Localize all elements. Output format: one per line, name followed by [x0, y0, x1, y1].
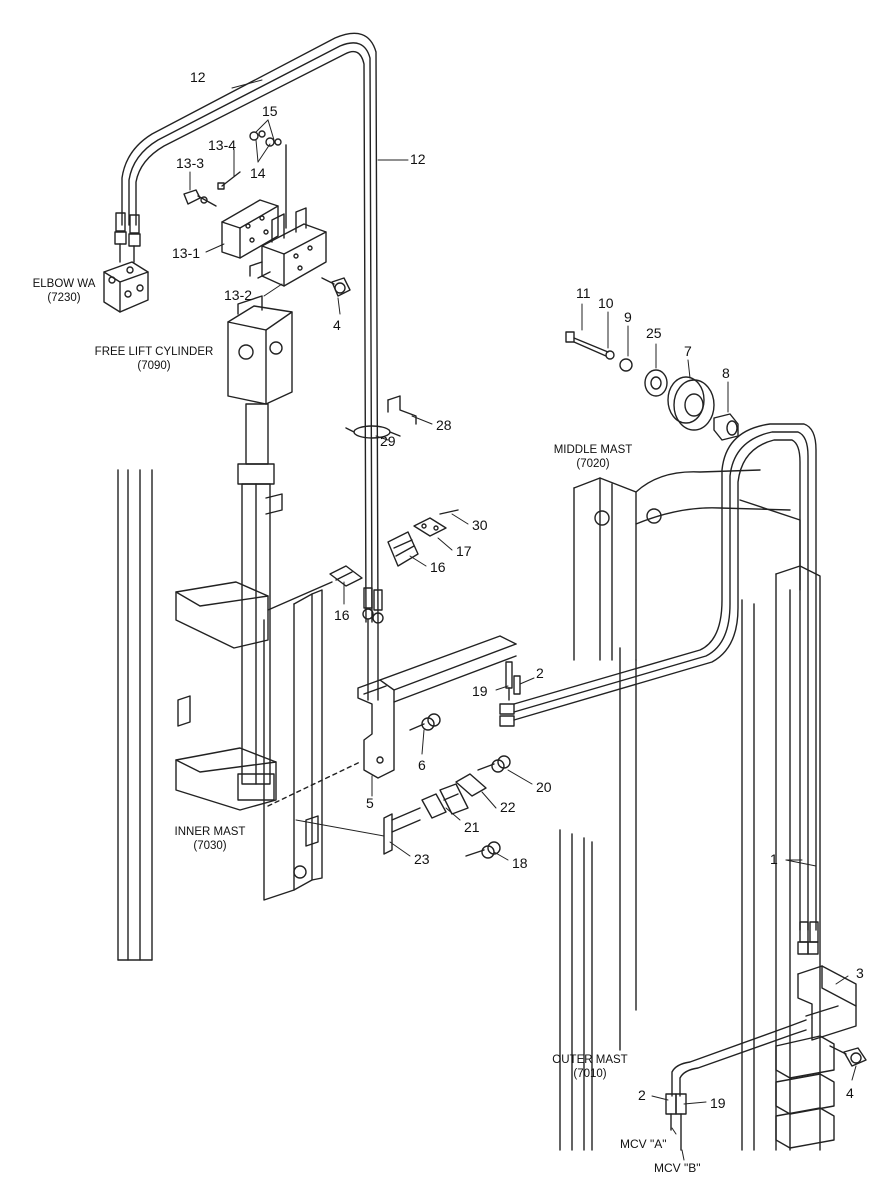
label-19-upper: 19 [472, 683, 488, 699]
clip-21 [421, 783, 469, 819]
plate-17 [413, 517, 447, 537]
label-12-right: 12 [410, 151, 426, 167]
free-lift-cylinder [227, 295, 293, 801]
caption-middle-mast-code: (7020) [576, 457, 610, 470]
middle-mast [573, 469, 801, 1051]
clamp-29 [345, 425, 401, 439]
label-16-lower: 16 [334, 607, 350, 623]
clip-16-lower [329, 565, 363, 587]
label-4-lower: 4 [846, 1085, 854, 1101]
caption-inner-mast-code: (7030) [193, 839, 227, 852]
label-14: 14 [250, 165, 266, 181]
bracket-3 [797, 965, 857, 1041]
hose-fittings-lower [499, 703, 819, 955]
nuts-15 [249, 130, 282, 147]
label-30: 30 [472, 517, 488, 533]
caption-outer-mast: OUTER MAST (7010) [538, 1054, 642, 1082]
caption-outer-mast-name: OUTER MAST [552, 1054, 628, 1066]
bracket-13-2 [249, 207, 327, 287]
caption-free-lift-cylinder: FREE LIFT CYLINDER (7090) [84, 346, 224, 374]
washer-9 [619, 358, 633, 372]
bushing-25 [644, 369, 668, 397]
label-19-lower: 19 [710, 1095, 726, 1111]
bolt-20 [477, 755, 511, 773]
label-13-4: 13-4 [208, 137, 237, 153]
label-25: 25 [646, 325, 662, 341]
label-22: 22 [500, 799, 516, 815]
caption-middle-mast-name: MIDDLE MAST [553, 444, 633, 456]
hose-1 [513, 423, 817, 931]
label-15: 15 [262, 103, 278, 119]
caption-inner-mast-name: INNER MAST [174, 826, 246, 838]
caption-mcv-b: MCV "B" [654, 1161, 701, 1175]
caption-elbow-name: ELBOW WA [32, 278, 96, 290]
caption-outer-mast-code: (7010) [573, 1067, 607, 1080]
hose-12-overhead [121, 32, 379, 623]
label-7: 7 [684, 343, 692, 359]
caption-inner-mast: INNER MAST (7030) [160, 826, 260, 854]
label-13-3: 13-3 [176, 155, 205, 171]
hose-fittings-left [114, 212, 141, 263]
caption-elbow: ELBOW WA (7230) [24, 278, 104, 306]
clamp-28 [387, 395, 417, 425]
label-18: 18 [512, 855, 528, 871]
dashed-connector [267, 761, 361, 807]
hose-ends-center [362, 587, 384, 701]
label-1: 1 [770, 851, 778, 867]
label-6: 6 [418, 757, 426, 773]
bracket-13-1 [221, 199, 279, 259]
label-9: 9 [624, 309, 632, 325]
bolt-11 [565, 331, 609, 357]
label-16-upper: 16 [430, 559, 446, 575]
bolt-13-3 [183, 189, 217, 207]
clip-16-upper [387, 531, 419, 567]
label-10: 10 [598, 295, 614, 311]
screw-30 [439, 509, 459, 515]
caption-mcv-a: MCV "A" [620, 1137, 667, 1151]
inner-mast [117, 469, 323, 961]
pipes-to-mcv [665, 1019, 807, 1151]
bolt-18 [465, 841, 501, 859]
elbow-block [103, 261, 149, 313]
label-2-lower: 2 [638, 1087, 646, 1103]
label-3: 3 [856, 965, 864, 981]
caption-middle-mast: MIDDLE MAST (7020) [538, 444, 648, 472]
screw-13-4 [217, 171, 241, 190]
plate-22 [455, 773, 487, 797]
caption-free-lift-code: (7090) [137, 359, 171, 372]
leader-16-lower [267, 581, 333, 611]
label-13-2: 13-2 [224, 287, 253, 303]
bolt-4-upper [321, 277, 351, 297]
bolt-4-lower [829, 1045, 867, 1067]
label-5: 5 [366, 795, 374, 811]
label-4-upper: 4 [333, 317, 341, 333]
label-12-top: 12 [190, 69, 206, 85]
label-23: 23 [414, 851, 430, 867]
label-21: 21 [464, 819, 480, 835]
label-11: 11 [576, 285, 591, 301]
label-13-1: 13-1 [172, 245, 201, 261]
label-17: 17 [456, 543, 472, 559]
pulley-7 [667, 376, 715, 431]
bracket-5 [357, 635, 517, 779]
label-28: 28 [436, 417, 452, 433]
bracket-23 [383, 807, 421, 855]
spacer-8 [713, 413, 739, 441]
outer-mast [559, 565, 835, 1151]
leader-lines [189, 79, 857, 1161]
label-8: 8 [722, 365, 730, 381]
fittings-2-19-upper [505, 661, 521, 701]
caption-free-lift-name: FREE LIFT CYLINDER [94, 346, 214, 358]
label-2-upper: 2 [536, 665, 544, 681]
caption-elbow-code: (7230) [47, 291, 81, 304]
leader-23-link [295, 819, 385, 837]
bolt-6 [409, 713, 441, 731]
label-29: 29 [380, 433, 396, 449]
label-20: 20 [536, 779, 552, 795]
washer-10 [605, 350, 615, 360]
